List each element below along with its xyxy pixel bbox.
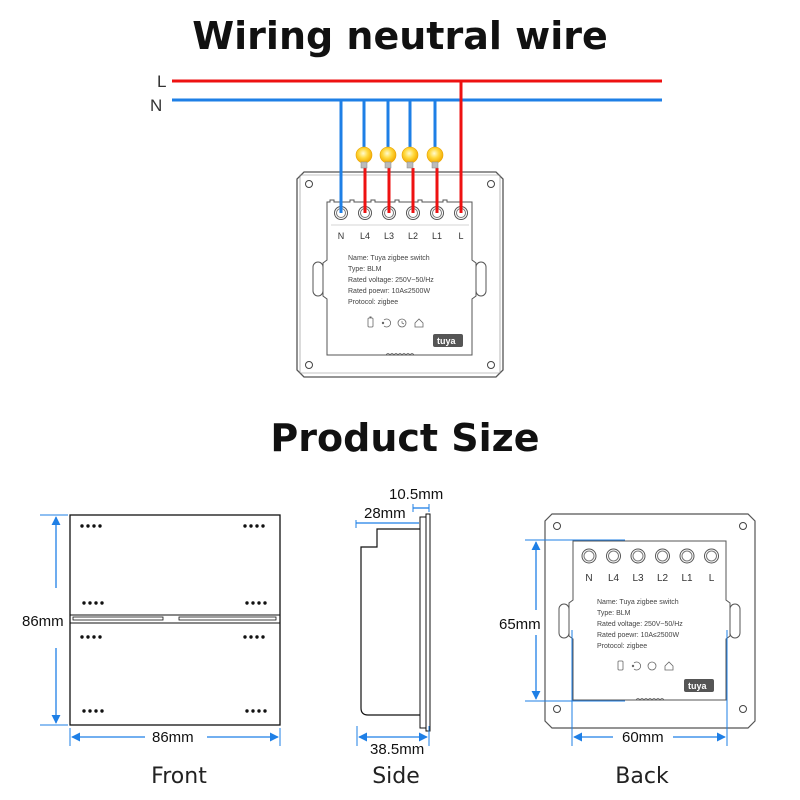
spec-power: Rated poewr: 10A≤2500W [348,288,430,295]
button-indicator-dots [245,601,267,605]
voice-control-icon [631,661,642,671]
front-height-dimension [40,514,68,726]
button-indicator-dots [82,601,104,605]
screw-hole-icon [487,361,495,369]
timer-icon [397,318,407,328]
switch-back-wiring [296,171,504,378]
home-icon [414,318,424,328]
battery-icon [617,660,624,671]
svg-text:tuya: tuya [688,681,708,691]
back-terminal-label: N [585,573,592,584]
terminal-label: L [458,231,463,241]
back-terminal-label: L4 [608,573,620,584]
terminal-label: L4 [360,231,370,241]
spec-protocol: Protocol: zigbee [348,299,398,306]
button-indicator-dots [243,524,265,528]
back-height-dimension [525,539,728,746]
light-bulb-icon [355,146,373,169]
back-terminal-l [704,548,719,564]
svg-text:tuya: tuya [437,336,457,346]
button-indicator-dots [243,635,265,639]
terminal-label: L1 [432,231,442,241]
side-total-label: 38.5mm [370,741,424,758]
front-width-label: 86mm [152,729,194,746]
button-indicator-dots [245,709,267,713]
back-terminal-label: L1 [681,573,693,584]
voice-control-icon [381,318,392,328]
light-bulb-icon [401,146,419,169]
front-height-label: 86mm [22,613,64,630]
side-view [360,513,431,732]
back-height-label: 65mm [499,616,541,633]
screw-hole-icon [305,180,313,188]
tuya-badge: tuya [684,679,714,692]
screw-hole-icon [487,180,495,188]
light-bulb-icon [426,146,444,169]
back-spec-protocol: Protocol: zigbee [597,643,647,650]
button-indicator-dots [82,709,104,713]
back-terminal-label: L2 [657,573,669,584]
back-spec-power: Rated poewr: 10A≤2500W [597,632,679,639]
back-terminal-l1 [679,548,695,564]
back-spec-name: Name: Tuya zigbee switch [597,599,679,606]
front-width-dimension [69,728,281,746]
timer-icon [647,661,657,671]
side-28mm-label: 28mm [364,505,406,522]
side-panel-label: 10.5mm [389,486,443,503]
wiring-title: Wiring neutral wire [192,14,608,58]
back-spec-voltage: Rated voltage: 250V~50/Hz [597,621,683,628]
back-terminal-label: L [709,573,715,584]
product-size-title: Product Size [270,416,540,460]
button-indicator-dots [80,524,102,528]
spec-voltage: Rated voltage: 250V~50/Hz [348,277,434,284]
back-terminal-n [581,548,597,564]
front-view [69,514,281,726]
back-width-label: 60mm [622,729,664,746]
back-terminal-l2 [655,548,670,564]
terminal-label: L2 [408,231,418,241]
button-indicator-dots [80,635,102,639]
terminal-label: L3 [384,231,394,241]
spec-type: Type: BLM [348,266,382,273]
caption-side: Side [372,764,420,789]
spec-name: Name: Tuya zigbee switch [348,255,430,262]
light-bulb-icon [379,146,397,169]
back-view: N L4 L3 L2 L1 L Name: Tuya zigbee switch Type… [544,513,756,729]
tuya-badge: tuya [433,334,463,347]
line-label: L [157,72,166,91]
caption-front: Front [151,764,207,789]
battery-icon [367,316,374,328]
home-icon [664,661,674,671]
side-depth-dimension [355,504,430,746]
screw-hole-icon [305,361,313,369]
back-terminal-l3 [630,548,646,564]
terminal-label: N [338,231,345,241]
neutral-label: N [150,96,162,115]
back-spec-type: Type: BLM [597,610,631,617]
back-terminal-l4 [606,548,621,564]
caption-back: Back [615,764,669,789]
back-terminal-label: L3 [632,573,644,584]
